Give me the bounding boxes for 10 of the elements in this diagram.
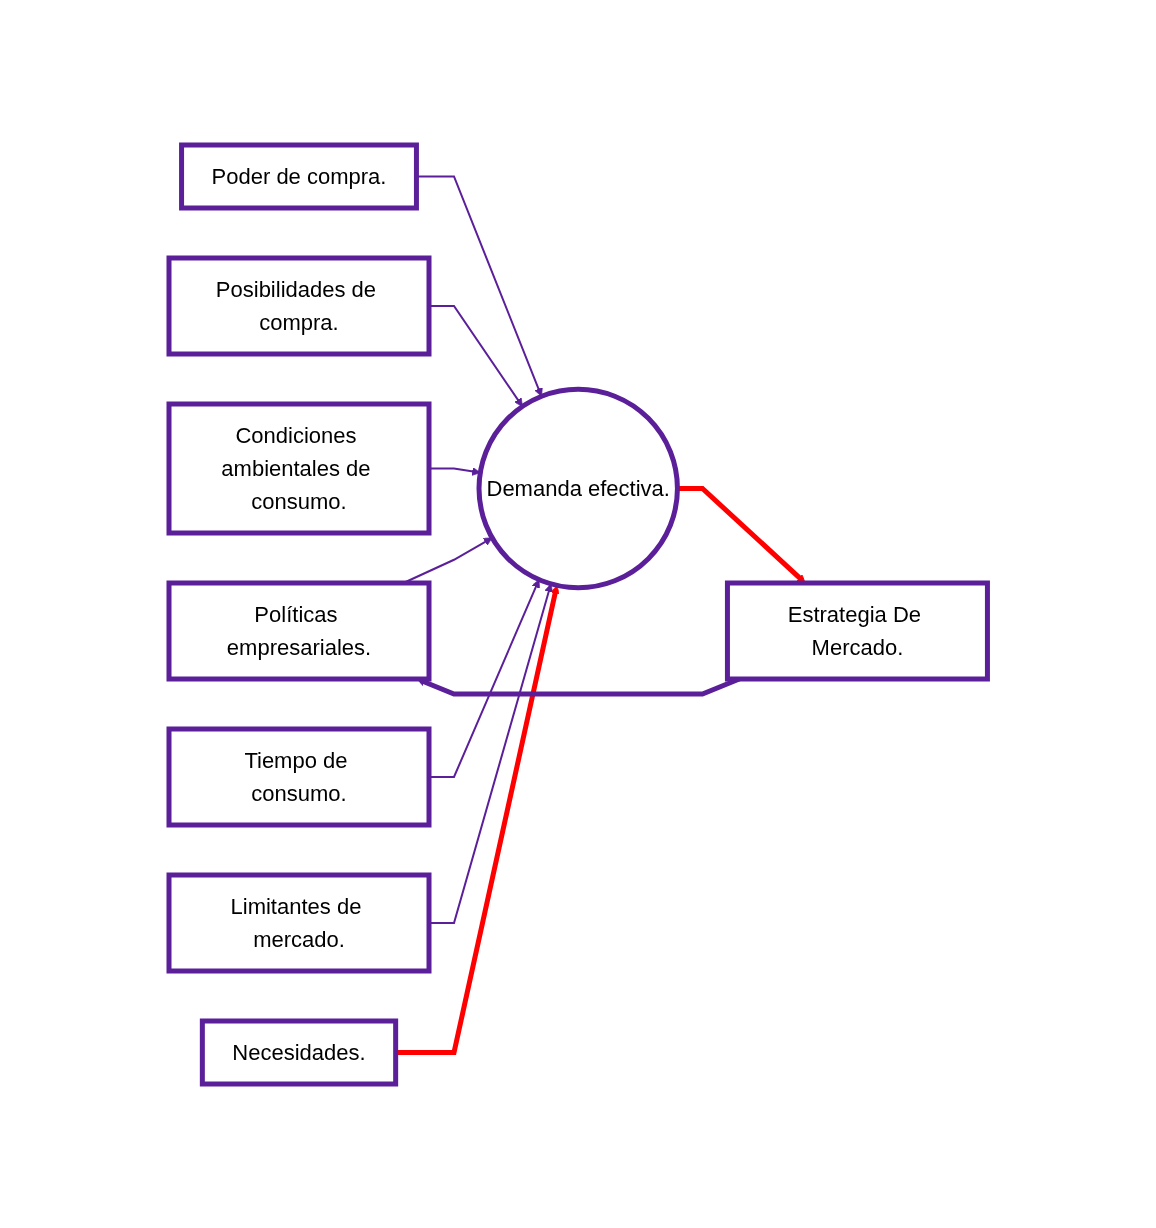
node-box: Políticas empresariales.: [166, 580, 432, 681]
arrow: [677, 485, 806, 583]
node-box: Estrategia De Mercado.: [724, 580, 990, 681]
node-box: Limitantes de mercado.: [166, 872, 432, 973]
node-box: Necesidades.: [199, 1018, 398, 1086]
node-box: Tiempo de consumo.: [166, 726, 432, 827]
node-box: Posibilidades de compra.: [166, 255, 432, 356]
node-box: Poder de compra.: [178, 142, 419, 210]
node-circle: Demanda efectiva.: [476, 386, 680, 590]
node-box: Condiciones ambientales de consumo.: [166, 401, 432, 535]
